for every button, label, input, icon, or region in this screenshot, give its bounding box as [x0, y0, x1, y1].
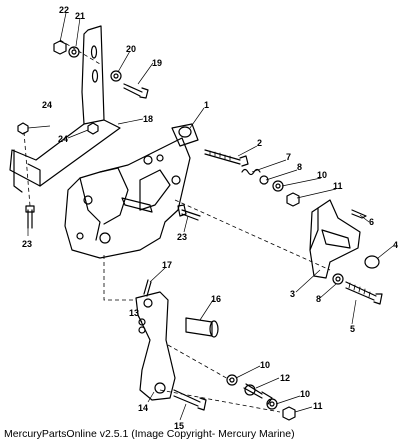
washer-10-lower-a — [226, 374, 238, 386]
callout-8-right: 8 — [316, 294, 321, 304]
link-14 — [135, 291, 176, 401]
callout-18: 18 — [143, 114, 153, 124]
bolt-23-center — [177, 204, 201, 221]
callout-13: 13 — [129, 308, 139, 318]
alignment-line-d — [23, 131, 31, 207]
callout-23-center: 23 — [177, 232, 187, 242]
bolt-15 — [173, 389, 207, 411]
bracket-3 — [309, 199, 361, 279]
alignment-line-a — [103, 255, 136, 301]
callout-6: 6 — [369, 217, 374, 227]
bolt-23-left — [25, 205, 35, 229]
bracket-18-slot-lower — [91, 69, 99, 83]
pin-6 — [351, 209, 367, 219]
callout-21: 21 — [75, 11, 85, 21]
nut-24-upper — [17, 122, 29, 135]
washer-21 — [68, 46, 80, 58]
callout-14: 14 — [138, 403, 148, 413]
plate-hole-c — [143, 155, 153, 165]
alignment-line-b — [174, 199, 331, 271]
bracket-18 — [9, 25, 121, 187]
nut-11-upper — [286, 192, 300, 207]
washer-20 — [110, 70, 122, 82]
plate-hole-b — [99, 232, 111, 244]
plate-hole-d — [156, 154, 164, 162]
callout-23-left: 23 — [22, 239, 32, 249]
image-caption: MercuryPartsOnline v2.5.1 (Image Copyrig… — [4, 428, 295, 440]
callout-24-middle: 24 — [58, 134, 68, 144]
bolt-2 — [204, 149, 249, 167]
bracket-18-slot-upper — [90, 45, 98, 59]
mounting-plate — [64, 137, 191, 259]
callout-16: 16 — [211, 294, 221, 304]
plate-hole-e — [171, 175, 181, 185]
callout-20: 20 — [126, 44, 136, 54]
pin-16 — [185, 317, 213, 337]
callout-7: 7 — [286, 152, 291, 162]
callout-11-lower: 11 — [313, 401, 323, 411]
alignment-line-f — [159, 389, 281, 413]
callout-5: 5 — [350, 324, 355, 334]
washer-8-upper — [259, 175, 269, 185]
washer-10-upper — [272, 180, 284, 192]
clip-13 — [138, 318, 146, 326]
callout-11-upper: 11 — [333, 181, 343, 191]
alignment-line-c — [59, 39, 101, 65]
washer-8-right — [332, 273, 344, 285]
callout-24-upper: 24 — [42, 100, 52, 110]
callout-12: 12 — [280, 373, 290, 383]
callout-10-lower-b: 10 — [300, 389, 310, 399]
cap-4 — [364, 255, 380, 269]
callout-4: 4 — [393, 240, 398, 250]
plate-hole-f — [76, 232, 84, 240]
callout-1: 1 — [204, 100, 209, 110]
pivot-boss-1 — [171, 123, 199, 147]
pin-17 — [143, 279, 152, 297]
callout-3: 3 — [290, 289, 295, 299]
callout-15: 15 — [174, 421, 184, 431]
callout-22: 22 — [59, 5, 69, 15]
nut-11-lower — [282, 406, 296, 421]
nut-22 — [53, 40, 67, 55]
callout-19: 19 — [152, 58, 162, 68]
nut-24-middle — [87, 122, 99, 135]
spring-7 — [241, 168, 261, 176]
alignment-line-e — [167, 344, 231, 381]
callout-17: 17 — [162, 260, 172, 270]
plate-hole-a — [83, 195, 93, 205]
callout-10-lower-a: 10 — [260, 360, 270, 370]
bolt-5 — [345, 281, 383, 305]
callout-8-upper: 8 — [297, 162, 302, 172]
bolt-19 — [123, 83, 149, 99]
callout-2: 2 — [257, 138, 262, 148]
callout-10-upper: 10 — [317, 170, 327, 180]
